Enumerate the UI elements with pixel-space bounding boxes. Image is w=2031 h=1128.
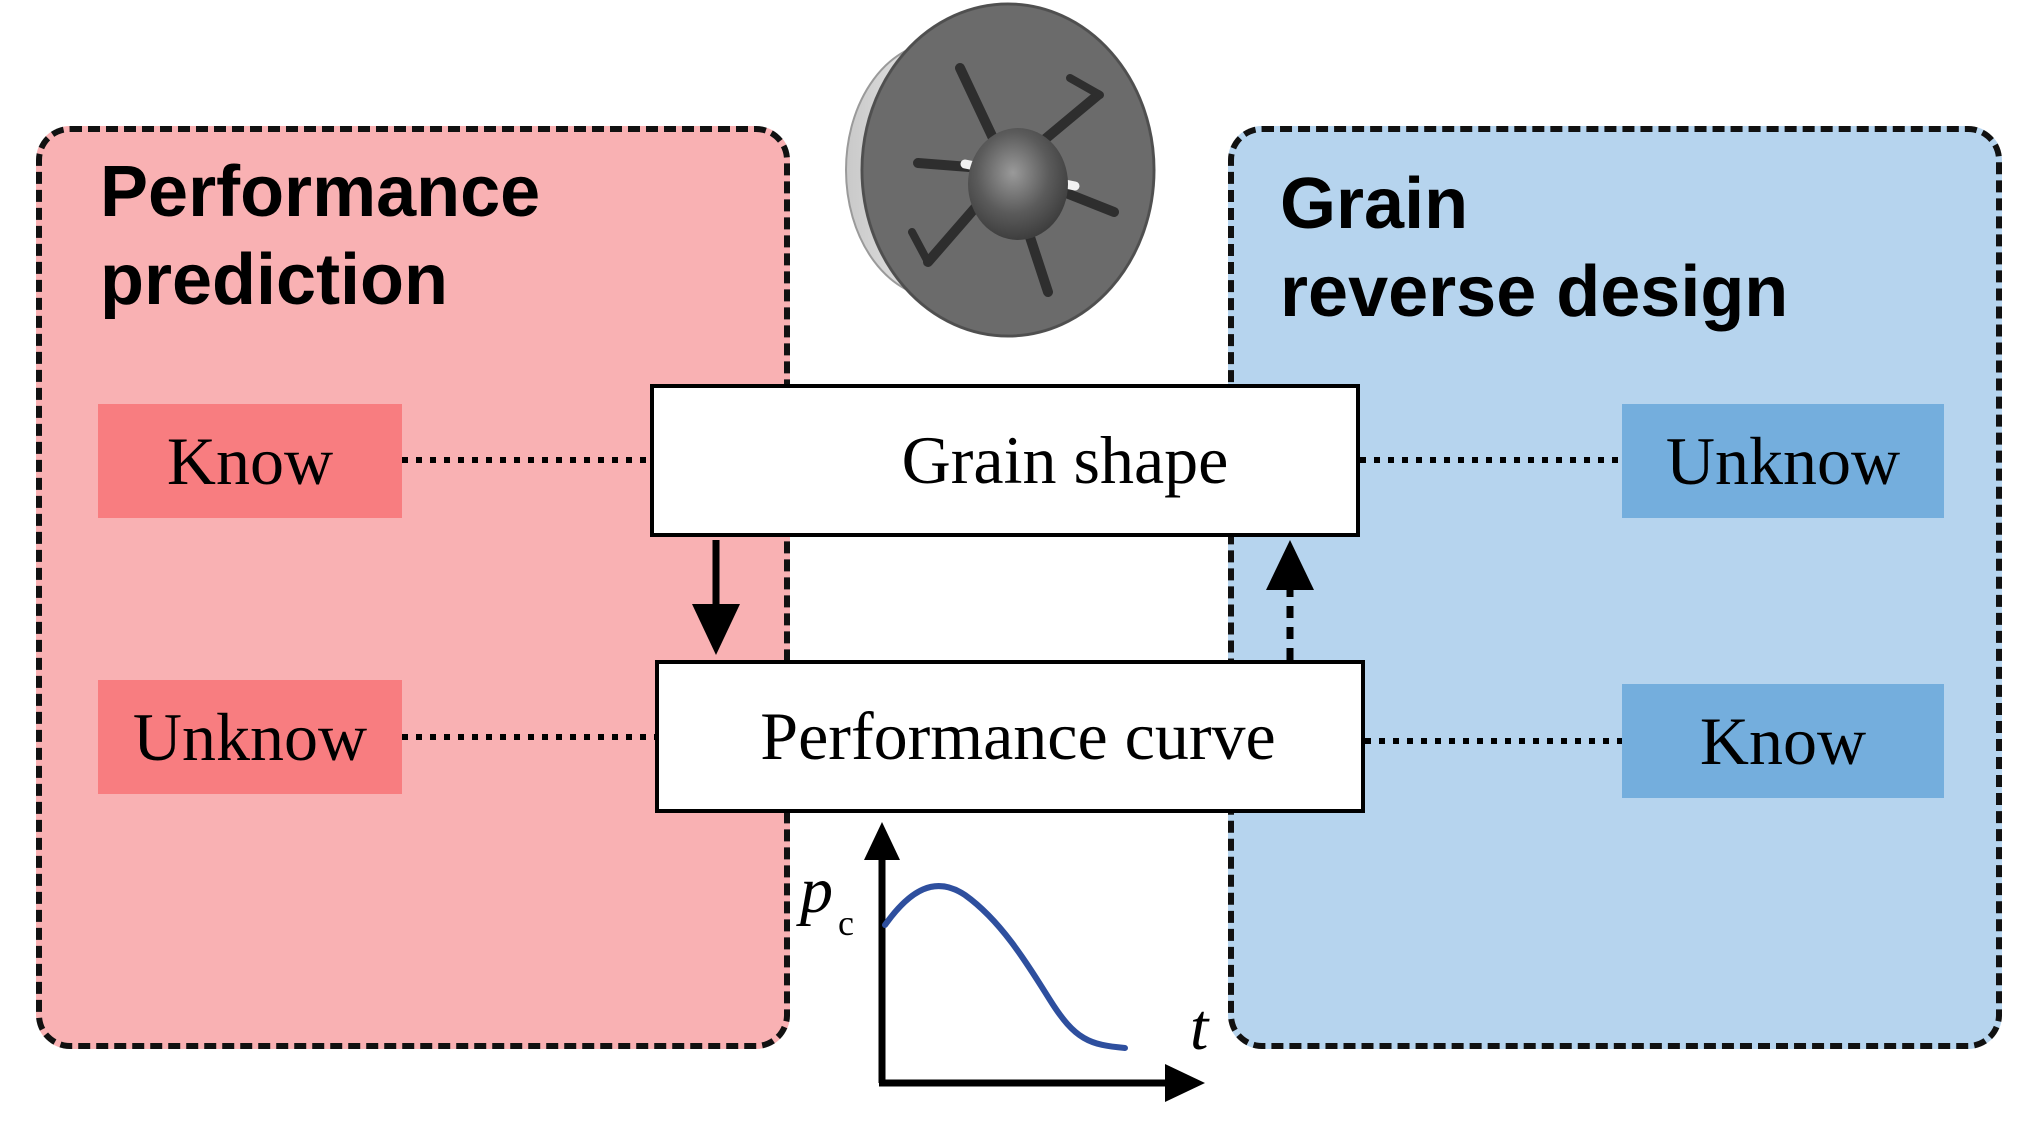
left-performance-curve-status-tag: Unknow [98, 680, 402, 794]
grain-shape-box: Grain shape [650, 384, 1360, 537]
mini-chart-y-label-sub: c [838, 903, 854, 943]
performance-prediction-title-line2: prediction [100, 240, 449, 320]
performance-prediction-title-line1: Performance [100, 152, 541, 232]
left-grain-shape-status-tag: Know [98, 404, 402, 518]
mini-chart-curve [882, 883, 1128, 1051]
grain-reverse-design-panel [1228, 126, 2002, 1049]
right-performance-curve-status-tag: Know [1622, 684, 1944, 798]
grain-reverse-design-title-line2: reverse design [1280, 252, 1789, 332]
mini-chart-x-label: t [1190, 991, 1209, 1064]
right-grain-shape-status-tag: Unknow [1622, 404, 1944, 518]
performance-curve-box: Performance curve [655, 660, 1365, 813]
mini-performance-chart [864, 822, 1205, 1102]
grain-reverse-design-title-line1: Grain [1280, 164, 1469, 244]
grain-reverse-design-title: Grain reverse design [1280, 160, 1788, 336]
performance-prediction-title: Performance prediction [100, 148, 540, 324]
performance-prediction-panel [36, 126, 790, 1049]
mini-chart-y-axis-arrowhead [864, 822, 900, 860]
grain-3d-cylinder-icon [845, 2, 1156, 338]
mini-chart-x-axis-arrowhead [1165, 1064, 1205, 1102]
mini-chart-y-label: p [800, 854, 833, 927]
